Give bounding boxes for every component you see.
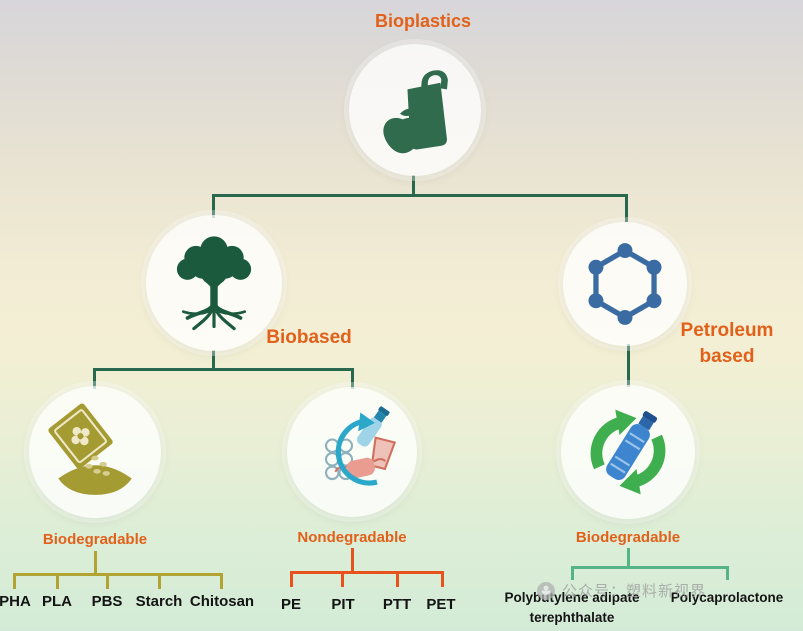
bio-biodegradable-label: Biodegradable [42,531,148,548]
connector-line [627,344,630,387]
connector-line [93,368,354,371]
connector-line [212,194,215,218]
leaf-label: Chitosan [189,593,255,610]
diagram-title: Bioplastics [374,11,472,31]
connector-line [290,571,444,574]
connector-tick [106,573,109,589]
plastic-waste-recycle-icon [324,406,397,486]
connector-tick [290,571,293,587]
leaf-label: PE [280,596,302,613]
bio-nondegradable-node-circle [287,387,417,517]
connector-tick [441,571,444,587]
connector-tick [56,573,59,589]
petroleum-node-circle [563,222,687,346]
connector-tick [726,566,729,580]
petro-biodegradable-node-circle [561,385,695,519]
connector-line [94,551,97,575]
leaf-label: Starch [135,593,183,610]
bottle-recycle-arrows-icon [590,409,666,495]
leaf-label: PLA [42,593,72,610]
connector-tick [341,571,344,587]
connector-line [625,194,628,222]
connector-line [351,368,354,389]
connector-line [412,175,415,196]
leaf-label: PET [426,596,456,613]
watermark-logo-icon [537,581,555,600]
connector-line [212,350,215,371]
connector-line [571,566,729,569]
bio-nondegradable-label: Nondegradable [297,529,407,546]
watermark: 公众号：塑料新视界 [536,580,706,601]
seed-pouch-icon [48,403,132,495]
connector-tick [396,571,399,587]
connector-line [212,194,628,197]
connector-tick [13,573,16,589]
bio-biodegradable-node-circle [29,386,161,518]
connector-line [93,368,96,389]
root-node-circle [349,44,481,176]
molecule-hexagon-icon [588,243,662,325]
leaf-label: PTT [382,596,412,613]
connector-tick [571,566,574,580]
leaf-label: PBS [91,593,123,610]
watermark-text: 公众号：塑料新视界 [562,583,707,600]
petro-biodegradable-label: Biodegradable [575,529,681,546]
connector-line [13,573,223,576]
connector-line [351,548,354,574]
leaf-label: PIT [331,596,355,613]
connector-tick [220,573,223,589]
connector-line [627,548,630,568]
biobased-node-circle [146,215,282,351]
petroleum-label: Petroleum based [680,320,774,367]
leaf-label: Polycaprolactone [670,590,784,605]
connector-tick [158,573,161,589]
grocery-bag-apple-icon [383,70,448,154]
leaf-label: PHA [0,593,31,610]
biobased-label: Biobased [266,327,352,348]
tree-icon [176,236,252,331]
